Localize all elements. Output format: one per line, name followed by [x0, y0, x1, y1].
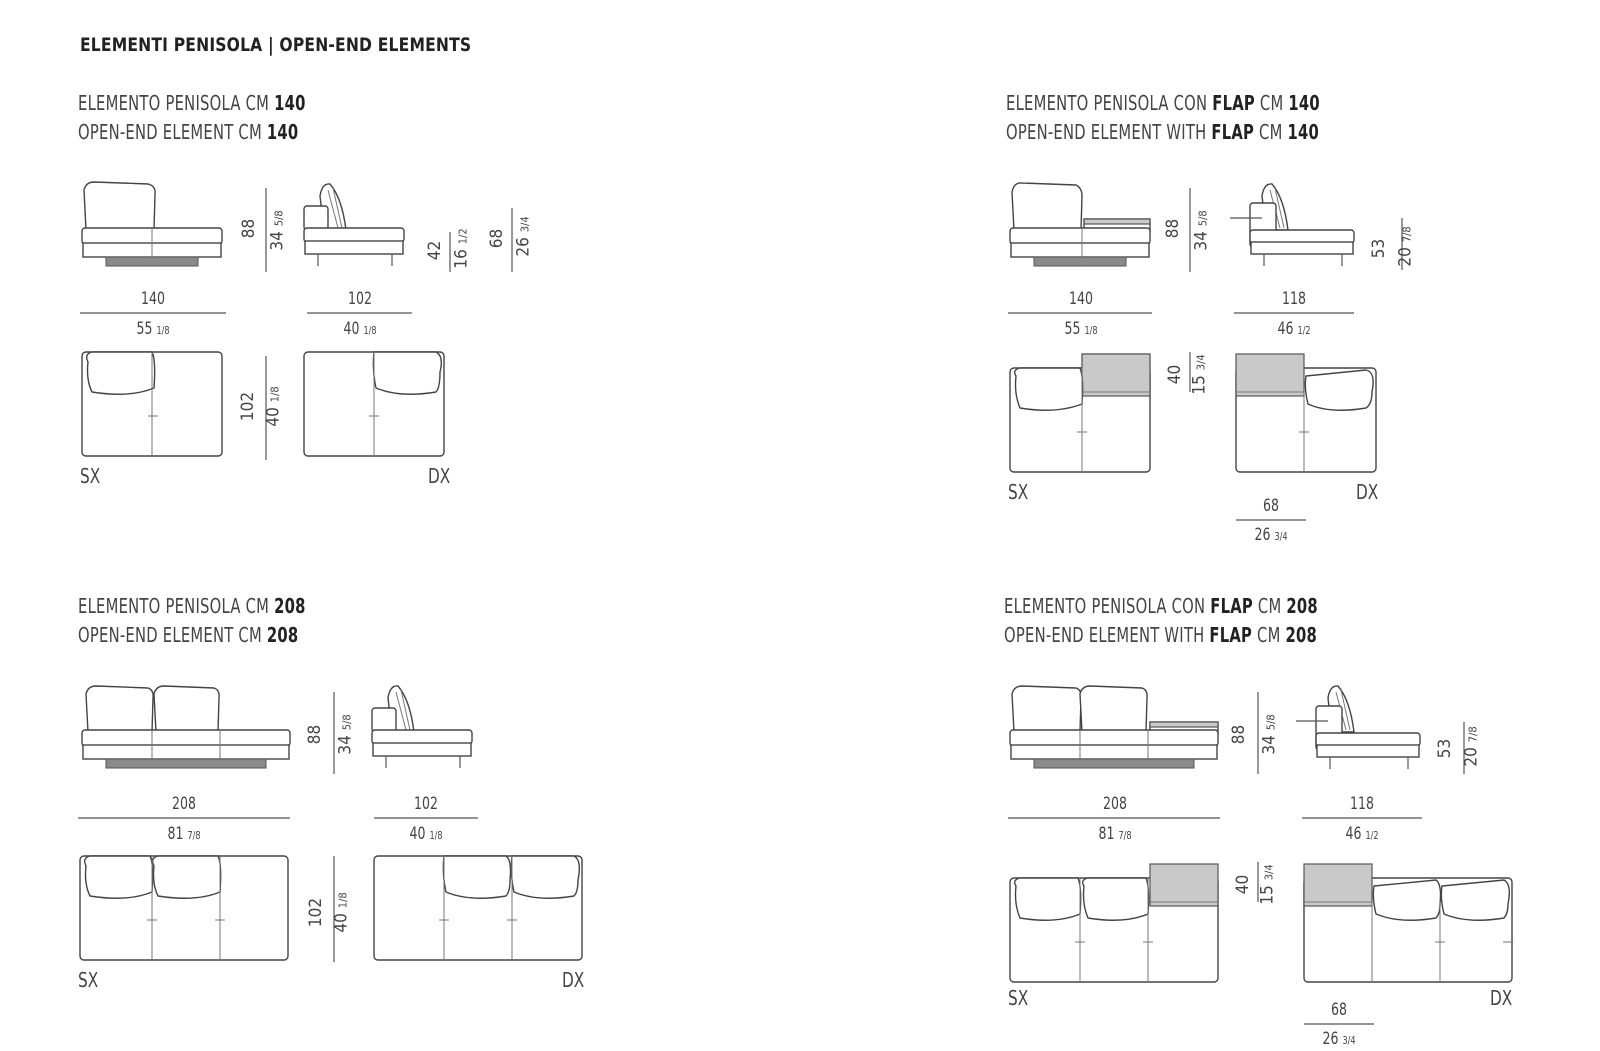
section-title-it: ELEMENTO PENISOLA CM 140	[78, 91, 306, 115]
section-title-en: OPEN-END ELEMENT WITH FLAP CM 208	[1004, 623, 1318, 647]
dim-width-cm: 208	[172, 794, 196, 814]
dim-width-cm: 208	[1103, 794, 1127, 814]
label-dx: DX	[562, 968, 585, 992]
section-title-en: OPEN-END ELEMENT CM 140	[78, 120, 299, 144]
dim-height-cm: 88	[239, 218, 260, 239]
dim-plan-depth-in: 40 1/8	[263, 386, 284, 427]
dim-flap-width-in: 26 3/4	[1322, 1029, 1356, 1049]
plan-flap-208-dx	[1303, 863, 1513, 983]
dim-height-cm: 88	[305, 724, 326, 745]
section-title-en: OPEN-END ELEMENT CM 208	[78, 623, 299, 647]
section-title-it: ELEMENTO PENISOLA CM 208	[78, 594, 306, 618]
dim-flap-width-in: 26 3/4	[1254, 525, 1288, 545]
plan-208-sx	[79, 855, 289, 961]
dim-height-cm: 88	[1229, 724, 1250, 745]
dim-flap-depth-cm: 40	[1165, 364, 1186, 385]
dim-depth-cm: 102	[414, 794, 438, 814]
dimension-lines	[78, 188, 1465, 1025]
dim-height-in: 34 5/8	[1191, 210, 1212, 251]
side-view-102	[303, 183, 405, 266]
dim-plan-depth-in: 40 1/8	[331, 892, 352, 933]
side-view-flap-118-b	[1296, 685, 1421, 769]
dim-flap-depth-in: 15 3/4	[1257, 864, 1278, 905]
label-dx: DX	[1490, 986, 1513, 1010]
front-view-208	[81, 685, 291, 769]
plan-140-sx	[81, 351, 223, 457]
dim-flap-height-cm: 53	[1435, 738, 1456, 759]
dim-height-in: 34 5/8	[1259, 714, 1280, 755]
front-view-140	[81, 181, 223, 267]
dim-depth-cm: 102	[348, 289, 372, 309]
side-view-flap-118	[1230, 183, 1355, 266]
label-sx: SX	[1008, 480, 1029, 504]
dim-width-in: 81 7/8	[167, 824, 201, 844]
plan-208-dx	[373, 855, 583, 961]
label-sx: SX	[80, 464, 101, 488]
dim-arm-height-cm: 68	[487, 228, 508, 249]
label-sx: SX	[1008, 986, 1029, 1010]
plan-flap-140-dx	[1235, 353, 1377, 473]
label-sx: SX	[78, 968, 99, 992]
plan-flap-208-sx	[1009, 863, 1219, 983]
dim-depth-cm: 118	[1282, 289, 1306, 309]
plan-flap-140-sx	[1009, 353, 1151, 473]
plan-140-dx	[303, 351, 445, 457]
dim-width-in: 55 1/8	[1064, 319, 1098, 339]
dim-depth-cm: 118	[1350, 794, 1374, 814]
dim-flap-depth-in: 15 3/4	[1189, 354, 1210, 395]
dim-arm-height-in: 26 3/4	[513, 216, 534, 257]
dim-depth-in: 46 1/2	[1345, 824, 1379, 844]
dim-width-cm: 140	[141, 289, 165, 309]
dim-depth-in: 40 1/8	[409, 824, 443, 844]
dim-height-cm: 88	[1163, 218, 1184, 239]
dim-width-cm: 140	[1069, 289, 1093, 309]
dim-height-in: 34 5/8	[267, 210, 288, 251]
page-heading: ELEMENTI PENISOLA | OPEN-END ELEMENTS	[80, 34, 472, 56]
dim-flap-width-cm: 68	[1263, 496, 1279, 516]
dim-seat-height-cm: 42	[425, 240, 446, 261]
side-view-102-b	[371, 685, 473, 768]
label-dx: DX	[428, 464, 451, 488]
dim-depth-in: 40 1/8	[343, 319, 377, 339]
section-title-it: ELEMENTO PENISOLA CON FLAP CM 208	[1004, 594, 1318, 618]
dim-plan-depth-cm: 102	[306, 897, 327, 928]
section-title-en: OPEN-END ELEMENT WITH FLAP CM 140	[1006, 120, 1320, 144]
dim-flap-height-cm: 53	[1369, 238, 1390, 259]
dim-height-in: 34 5/8	[335, 714, 356, 755]
front-view-flap-208	[1009, 685, 1219, 769]
section-title-it: ELEMENTO PENISOLA CON FLAP CM 140	[1006, 91, 1320, 115]
dim-width-in: 81 7/8	[1098, 824, 1132, 844]
dim-flap-height-in: 20 7/8	[1461, 726, 1482, 767]
label-dx: DX	[1356, 480, 1379, 504]
dim-flap-height-in: 20 7/8	[1395, 226, 1416, 267]
dim-flap-depth-cm: 40	[1233, 874, 1254, 895]
front-view-flap-140	[1009, 182, 1151, 267]
dim-width-in: 55 1/8	[136, 319, 170, 339]
dim-plan-depth-cm: 102	[238, 391, 259, 422]
dim-depth-in: 46 1/2	[1277, 319, 1311, 339]
dim-flap-width-cm: 68	[1331, 1000, 1347, 1020]
dim-seat-height-in: 16 1/2	[451, 228, 472, 269]
